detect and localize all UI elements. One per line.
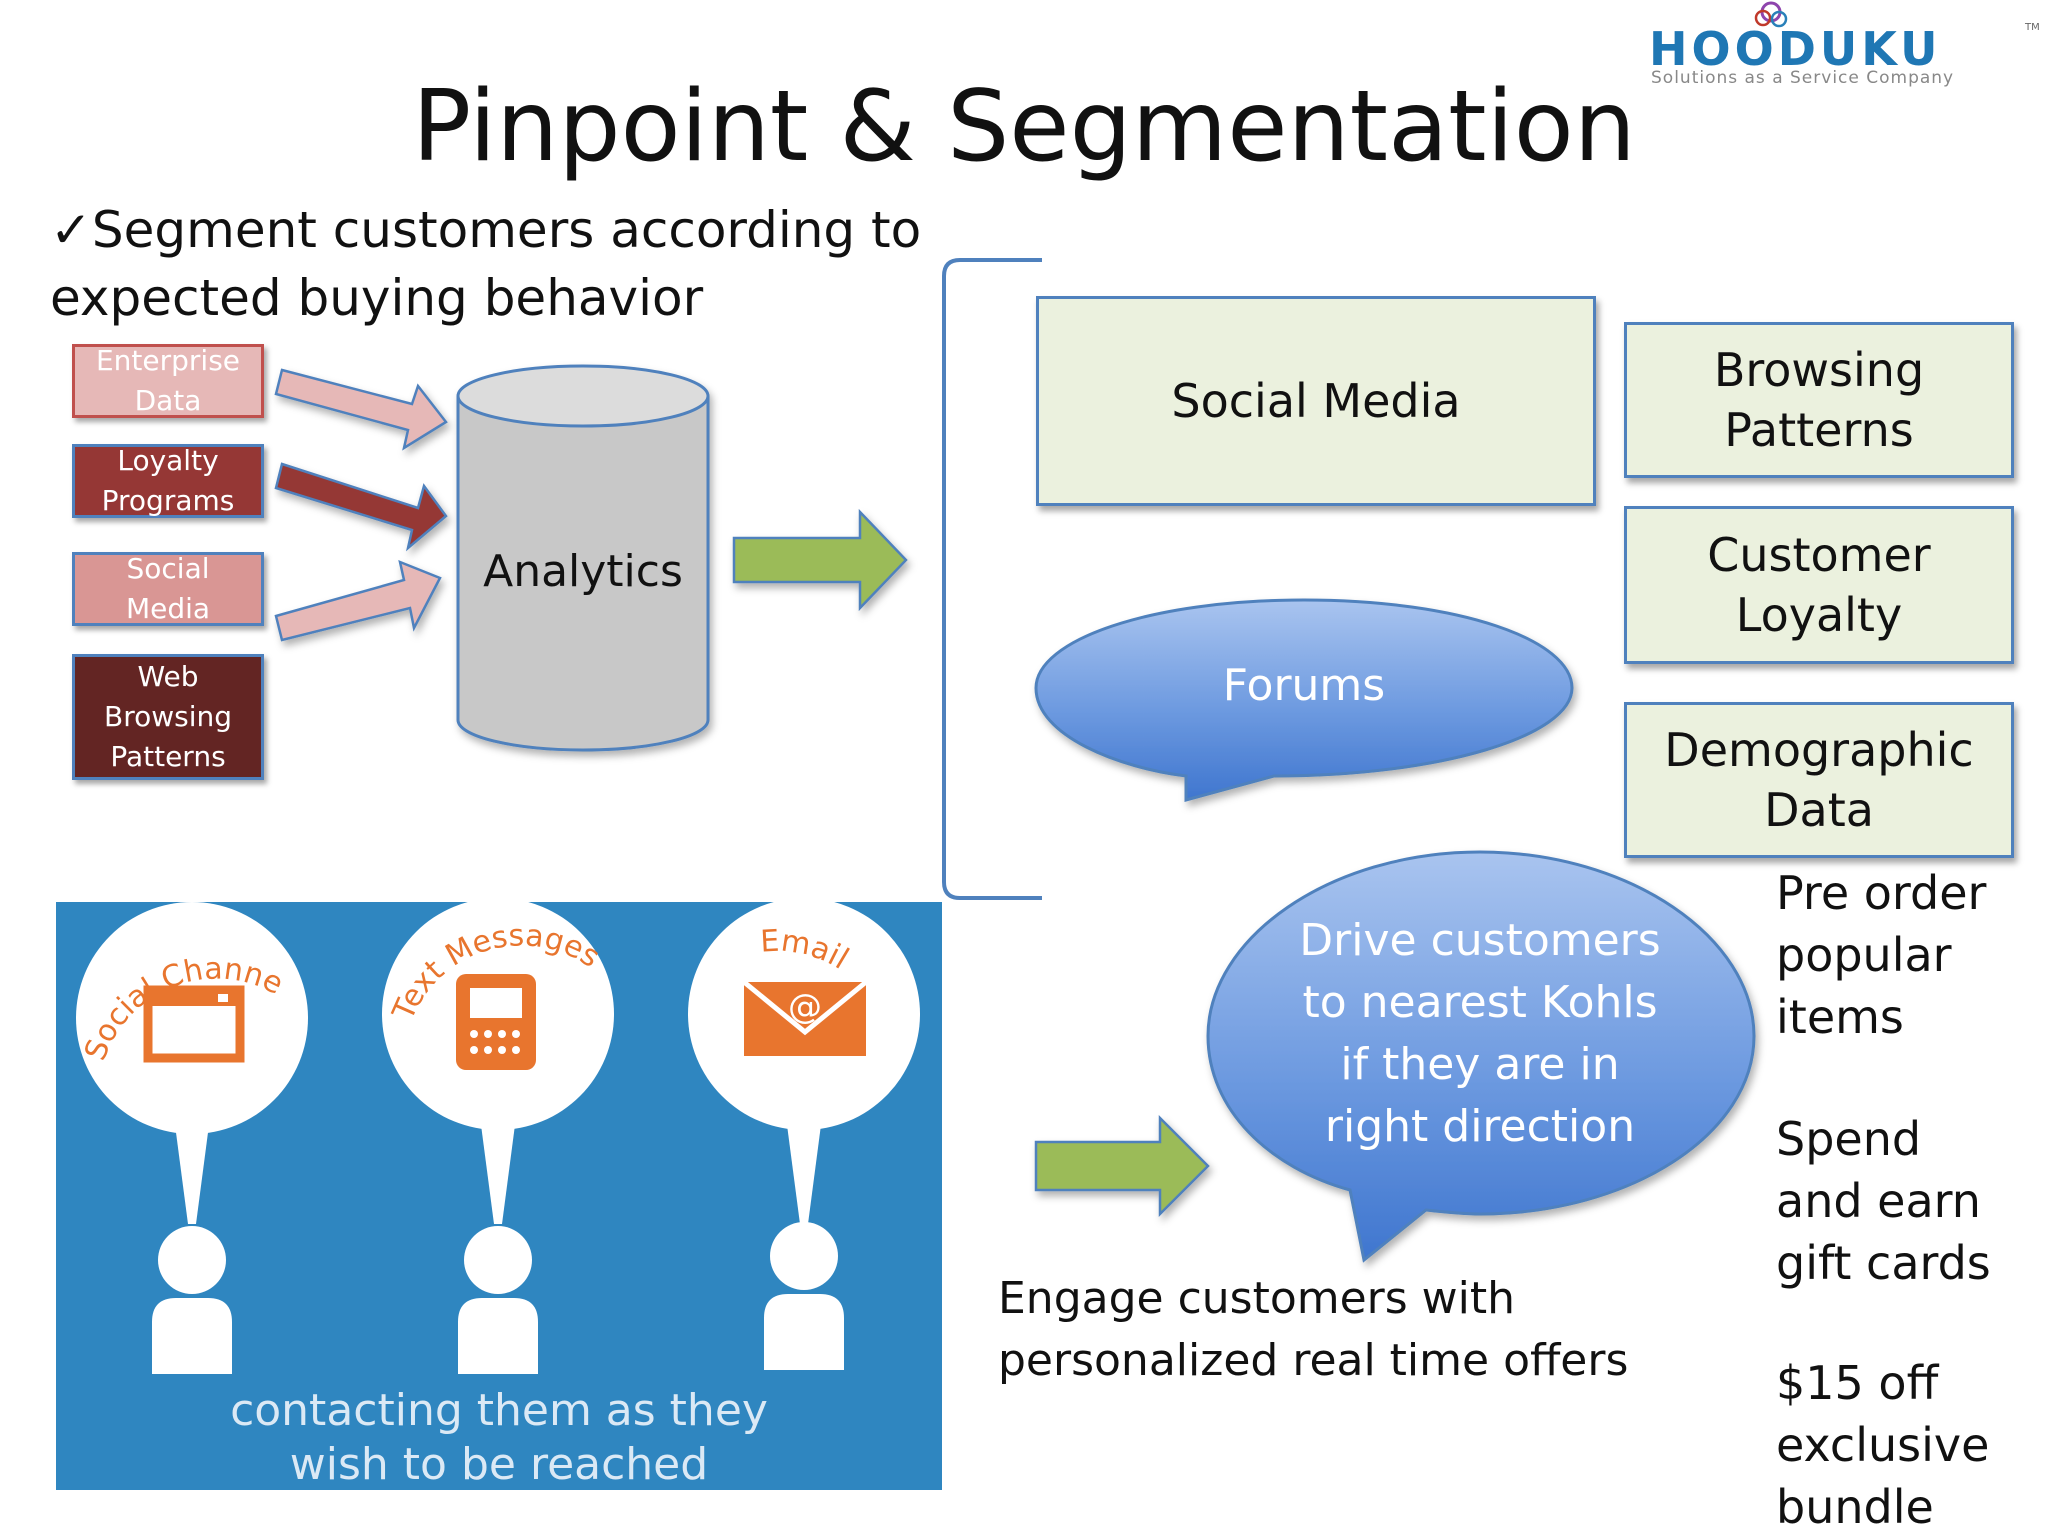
drive-line: to nearest Kohls — [1302, 977, 1658, 1028]
source-label-line: Enterprise — [95, 344, 241, 377]
drive-line: right direction — [1324, 1101, 1636, 1152]
caption-line: wish to be reached — [289, 1439, 709, 1490]
offer-pre-order: Pre order popular items — [1776, 862, 1986, 1048]
subtitle: ✓Segment customers according to expected… — [50, 196, 950, 332]
arrow-enterprise-icon — [274, 368, 448, 451]
logo-tm: TM — [2025, 22, 2040, 33]
forums-bubble-icon — [1034, 598, 1574, 802]
source-label-line: Web — [137, 660, 199, 693]
check-icon: ✓ — [50, 201, 92, 259]
engage-line: personalized real time offers — [998, 1335, 1629, 1386]
analytics-label: Analytics — [483, 546, 683, 597]
drive-bubble-icon — [1206, 850, 1756, 1263]
logo: HOODUKU TM Solutions as a Service Compan… — [1645, 0, 2045, 95]
segment-bracket-icon — [942, 258, 1042, 900]
segment-label-line: Data — [1764, 783, 1874, 837]
arrow-social-icon — [274, 559, 442, 642]
source-label-line: Media — [125, 592, 211, 625]
engage-text: Engage customers with personalized real … — [998, 1268, 1628, 1392]
segment-label-line: Demographic — [1664, 723, 1974, 777]
offer-line: Pre order — [1776, 866, 1987, 920]
segment-label-line: Loyalty — [1735, 588, 1903, 642]
person-icon — [152, 1226, 232, 1374]
channels-panel: Social Channels Text Messages Email — [56, 902, 942, 1490]
caption-line: contacting them as they — [230, 1385, 768, 1436]
forums-label: Forums — [1222, 660, 1386, 711]
source-label-line: Patterns — [110, 740, 226, 773]
logo-name: HOODUKU — [1649, 22, 1942, 76]
offer-line: popular — [1776, 928, 1952, 982]
offer-line: bundle — [1776, 1480, 1934, 1534]
segment-label: Social Media — [1171, 374, 1461, 428]
subtitle-text: Segment customers according to expected … — [50, 201, 922, 327]
analytics-cylinder-icon — [456, 364, 710, 752]
arrow-to-segments-icon — [732, 508, 908, 612]
logo-tagline: Solutions as a Service Company — [1651, 68, 1955, 88]
offer-line: gift cards — [1776, 1236, 1991, 1290]
segment-label-line: Customer — [1707, 528, 1931, 582]
source-label-line: Data — [134, 384, 202, 417]
offer-line: $15 off — [1776, 1356, 1939, 1410]
segment-label-line: Browsing — [1713, 343, 1925, 397]
person-icon — [764, 1222, 844, 1370]
source-label-line: Social — [126, 552, 210, 585]
page-title: Pinpoint & Segmentation — [412, 70, 1636, 184]
drive-line: Drive customers — [1299, 915, 1661, 966]
channels-caption: contacting them as they wish to be reach… — [56, 1384, 942, 1490]
segment-label-line: Patterns — [1724, 403, 1914, 457]
source-label-line: Programs — [101, 484, 235, 517]
social-channels-bubble: Social Channels — [56, 902, 308, 1224]
person-icon — [458, 1226, 538, 1374]
arrow-loyalty-icon — [274, 462, 448, 552]
arrow-to-drive-icon — [1034, 1114, 1210, 1218]
offer-line: items — [1776, 990, 1904, 1044]
offer-line: Spend — [1776, 1112, 1922, 1166]
channels-illustration: Social Channels Text Messages Email — [56, 902, 920, 1374]
engage-line: Engage customers with — [998, 1273, 1516, 1324]
source-label-line: Browsing — [103, 700, 233, 733]
envelope-icon: @ — [742, 980, 868, 1056]
offer-line: and earn — [1776, 1174, 1981, 1228]
svg-text:@: @ — [788, 987, 822, 1027]
offer-spend-earn: Spend and earn gift cards — [1776, 1108, 1991, 1294]
offer-line: exclusive — [1776, 1418, 1990, 1472]
drive-bubble-text: Drive customers to nearest Kohls if they… — [1230, 910, 1730, 1158]
browser-window-icon — [143, 985, 245, 1063]
drive-line: if they are in — [1340, 1039, 1620, 1090]
mobile-phone-icon — [456, 974, 536, 1070]
email-bubble: Email @ — [688, 902, 920, 1224]
logo-mark-icon — [1754, 1, 1788, 28]
text-messages-bubble: Text Messages — [382, 902, 614, 1224]
segment-social-media: Social Media — [1036, 296, 1596, 506]
source-label-line: Loyalty — [117, 444, 219, 477]
offer-15-off: $15 off exclusive bundle — [1776, 1352, 1989, 1538]
